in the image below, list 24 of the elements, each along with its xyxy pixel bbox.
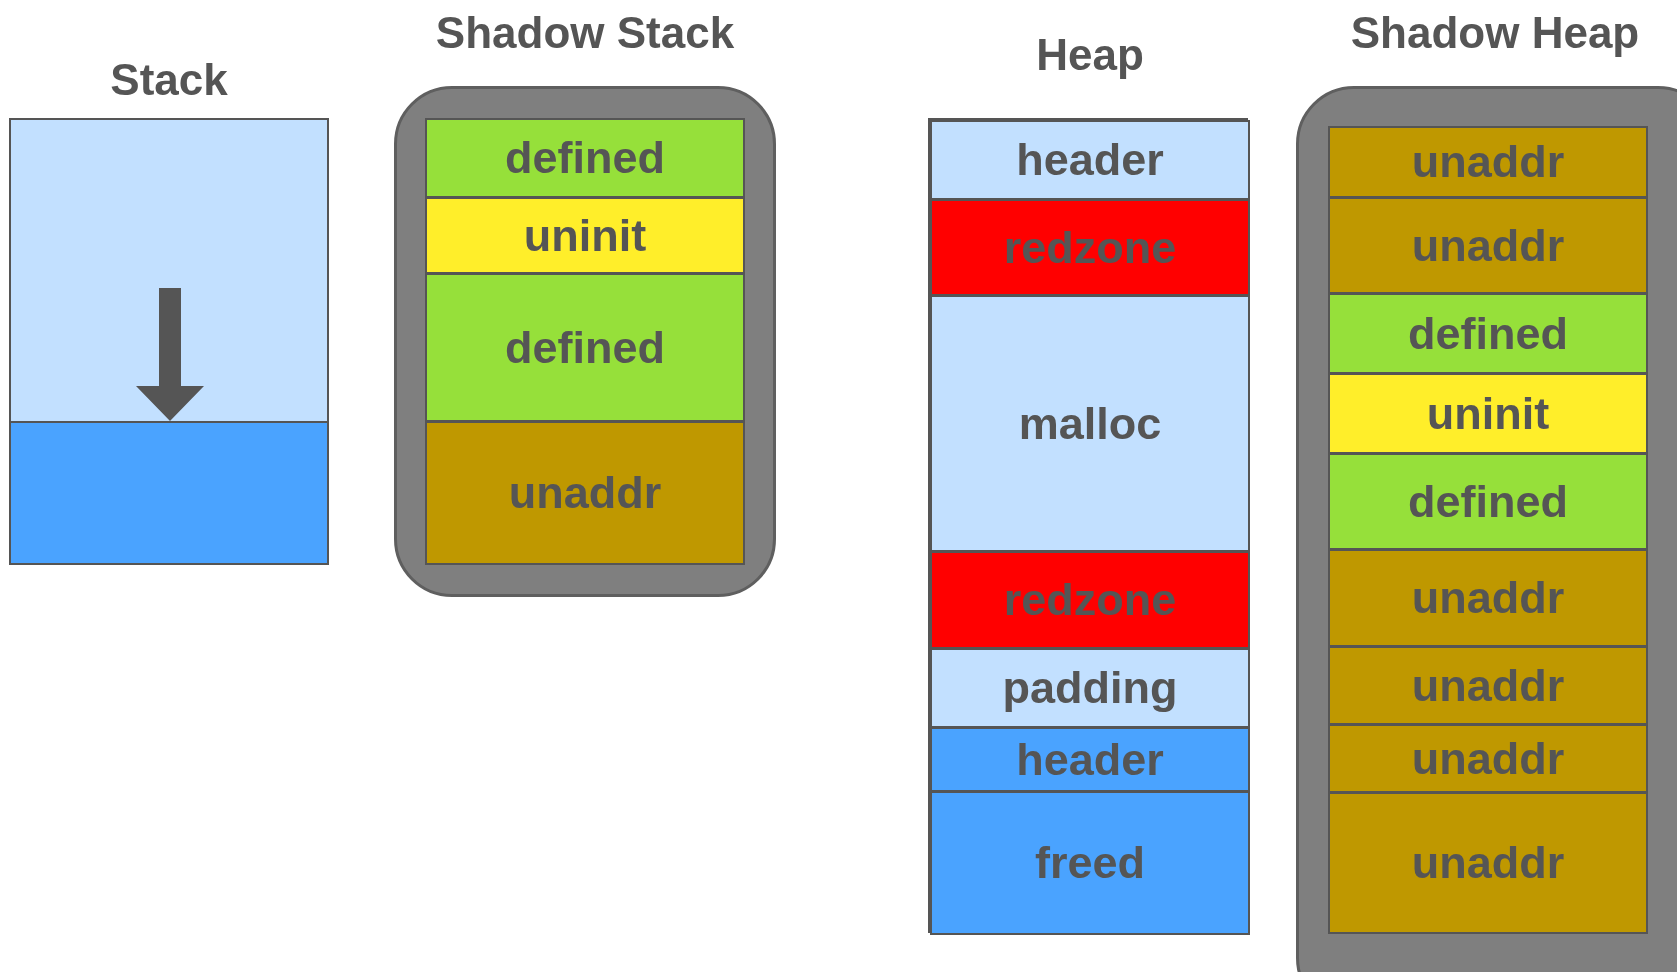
memory-block: unaddr bbox=[1328, 197, 1648, 294]
memory-block: unaddr bbox=[1328, 724, 1648, 793]
memory-block: redzone bbox=[930, 551, 1250, 649]
memory-block: unaddr bbox=[1328, 792, 1648, 934]
memory-block: freed bbox=[930, 791, 1250, 935]
memory-block: uninit bbox=[425, 197, 745, 274]
memory-block: padding bbox=[930, 648, 1250, 728]
memory-block: uninit bbox=[1328, 373, 1648, 454]
memory-block: defined bbox=[1328, 293, 1648, 374]
memory-block: header bbox=[930, 120, 1250, 200]
memory-block: defined bbox=[1328, 453, 1648, 550]
memory-block: defined bbox=[425, 118, 745, 198]
column-heading: Heap bbox=[1036, 33, 1144, 77]
memory-block: unaddr bbox=[1328, 549, 1648, 647]
memory-block: unaddr bbox=[425, 421, 745, 565]
memory-block: unaddr bbox=[1328, 126, 1648, 198]
memory-block: redzone bbox=[930, 199, 1250, 296]
memory-block: defined bbox=[425, 273, 745, 422]
memory-block: malloc bbox=[930, 295, 1250, 552]
memory-block: unaddr bbox=[1328, 646, 1648, 725]
column-heading: Shadow Heap bbox=[1350, 11, 1640, 55]
memory-block: header bbox=[930, 727, 1250, 792]
column-heading: Shadow Stack bbox=[435, 11, 735, 55]
column-heading: Stack bbox=[110, 58, 228, 102]
